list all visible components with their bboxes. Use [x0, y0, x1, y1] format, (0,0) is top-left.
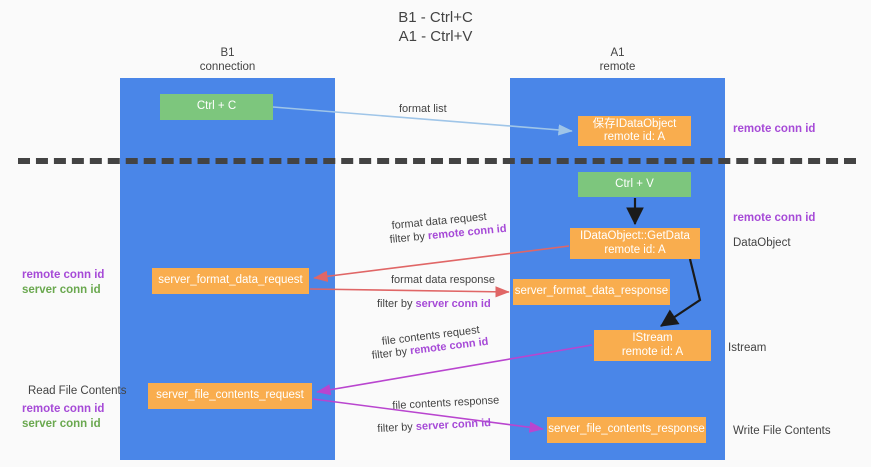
box-save-idataobject-line2: remote id: A: [603, 131, 666, 143]
box-server-file-contents-request[interactable]: server_file_contents_request: [148, 383, 312, 409]
annotation-remote-conn-id-top: remote conn id: [733, 123, 816, 135]
lane-header-a1-name: A1: [610, 47, 625, 59]
annotation-left-server-conn-id-1: server conn id: [22, 284, 101, 296]
box-ctrl-c-label: Ctrl + C: [196, 100, 237, 113]
box-istream-line2: remote id: A: [621, 345, 684, 358]
box-server-format-data-request-label: server_format_data_request: [158, 274, 303, 287]
lane-header-b1-name: B1: [220, 47, 235, 59]
box-server-format-data-response-label: server_format_data_response: [514, 285, 669, 298]
edge-file-contents-request: [316, 344, 593, 396]
edge-format-data-response: [309, 286, 510, 298]
filter-by-prefix: filter by: [389, 230, 429, 246]
lane-header-b1: B1 connection: [120, 47, 335, 74]
box-ctrl-c[interactable]: Ctrl + C: [160, 94, 273, 120]
box-server-file-contents-response[interactable]: server_file_contents_response: [547, 417, 706, 443]
page-title: B1 - Ctrl+C A1 - Ctrl+V: [0, 8, 871, 46]
edge-format-list: [272, 106, 573, 136]
annotation-istream: Istream: [728, 342, 767, 354]
filter-key-server-conn-id: server conn id: [415, 298, 491, 310]
box-idataobject-getdata[interactable]: IDataObject::GetData remote id: A: [570, 228, 700, 259]
annotation-write-file-contents: Write File Contents: [733, 425, 831, 437]
box-ctrl-v[interactable]: Ctrl + V: [578, 172, 691, 197]
edge-label-format-data-response-line2: filter by server conn id: [377, 297, 491, 311]
box-istream[interactable]: IStream remote id: A: [594, 330, 711, 361]
box-save-idataobject[interactable]: 保存IDataObject remote id: A: [578, 116, 691, 146]
lane-header-b1-sub: connection: [199, 60, 256, 73]
box-server-file-contents-response-label: server_file_contents_response: [548, 423, 705, 436]
annotation-read-file-contents: Read File Contents: [28, 385, 127, 397]
annotation-left-conn-ids-top: remote conn id server conn id: [22, 268, 104, 298]
filter-key-server-conn-id: server conn id: [415, 417, 492, 433]
annotation-left-server-conn-id-2: server conn id: [22, 418, 101, 430]
box-server-file-contents-request-label: server_file_contents_request: [156, 389, 304, 402]
lane-header-a1-sub: remote: [599, 60, 636, 73]
lane-header-a1: A1 remote: [510, 47, 725, 74]
edge-format-data-request: [313, 245, 570, 282]
annotation-left-conn-ids-bottom: remote conn id server conn id: [22, 402, 104, 432]
filter-by-prefix: filter by: [377, 420, 417, 435]
box-idataobject-getdata-line2: remote id: A: [604, 243, 666, 256]
edge-getdata-istream: [660, 258, 702, 327]
box-save-idataobject-line1: 保存IDataObject: [592, 117, 677, 130]
phase-divider: [18, 158, 856, 164]
annotation-dataobject: DataObject: [733, 237, 791, 249]
edge-label-format-data-response-line1: format data response: [391, 274, 495, 286]
edge-file-contents-response: [312, 398, 544, 433]
annotation-left-remote-conn-id-1: remote conn id: [22, 269, 105, 281]
box-server-format-data-request[interactable]: server_format_data_request: [152, 268, 309, 294]
box-idataobject-getdata-line1: IDataObject::GetData: [580, 230, 690, 242]
annotation-remote-conn-id-mid: remote conn id: [733, 212, 816, 224]
box-server-format-data-response[interactable]: server_format_data_response: [513, 279, 670, 305]
edge-label-format-list: format list: [399, 103, 447, 115]
title-line-1: B1 - Ctrl+C: [398, 9, 473, 26]
box-istream-line1: IStream: [632, 332, 673, 344]
title-line-2: A1 - Ctrl+V: [398, 28, 473, 45]
filter-by-prefix: filter by: [377, 298, 416, 310]
box-ctrl-v-label: Ctrl + V: [615, 177, 654, 190]
annotation-left-remote-conn-id-2: remote conn id: [22, 403, 105, 415]
